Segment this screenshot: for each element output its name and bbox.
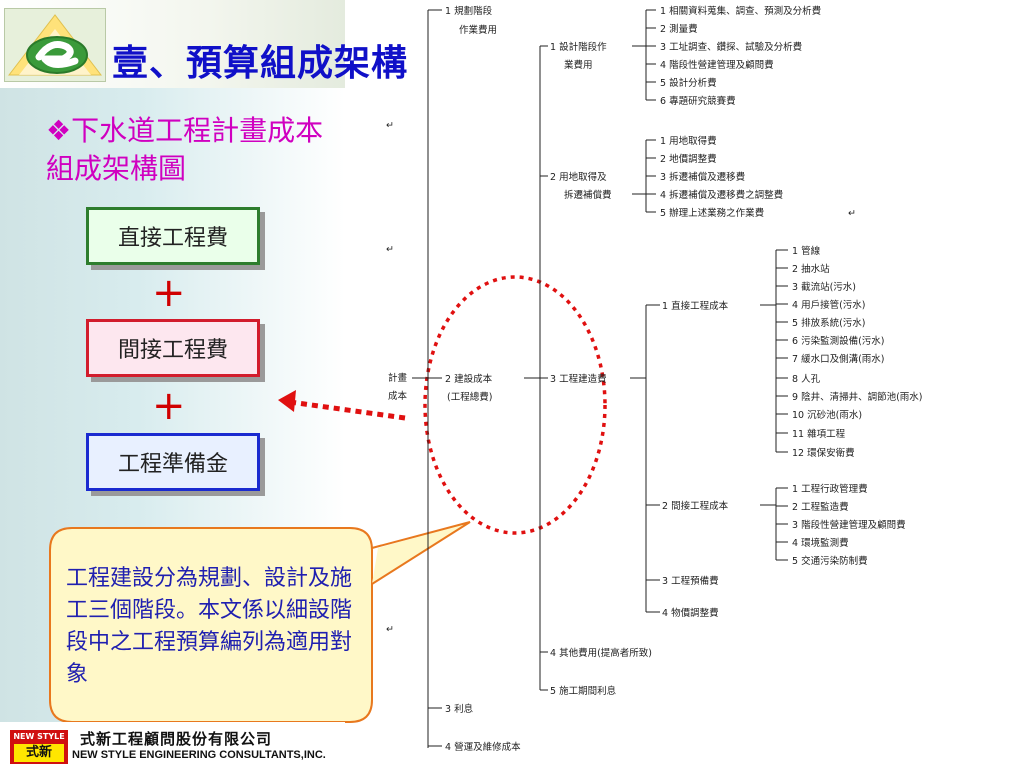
land-item: 3 拆遷補償及遷移費 xyxy=(660,171,745,183)
direct-item: 10 沉砂池(雨水) xyxy=(792,409,862,421)
direct-item: 4 用戶接管(污水) xyxy=(792,299,865,311)
indirect-item: 5 交通污染防制費 xyxy=(792,555,868,567)
indirect-item: 1 工程行政管理費 xyxy=(792,483,868,495)
plus-sign-1: + xyxy=(152,270,186,316)
svg-text:↵: ↵ xyxy=(386,244,394,255)
plus-sign-2: + xyxy=(152,383,186,429)
land-item: 2 地價調整費 xyxy=(660,153,717,165)
direct-item: 3 截流站(污水) xyxy=(792,281,856,293)
root-label-1: 計畫 xyxy=(388,372,408,384)
indirect-items: 1 工程行政管理費 2 工程監造費 3 階段性營建管理及顧問費 4 環境監測費 … xyxy=(776,483,906,567)
indirect-item: 3 階段性營建管理及顧問費 xyxy=(792,519,906,531)
land-item: 1 用地取得費 xyxy=(660,135,717,147)
price-stage: 4 物價調整費 xyxy=(662,607,719,619)
land-stage: 2 用地取得及 xyxy=(550,171,607,183)
land-stage-2: 拆遷補償費 xyxy=(564,189,612,201)
svg-text:↵: ↵ xyxy=(848,208,856,219)
direct-stage: 1 直接工程成本 xyxy=(662,300,729,312)
works-stage: 3 工程建造費 xyxy=(550,373,607,385)
indirect-cost-box: 間接工程費 xyxy=(86,319,260,377)
reserve-stage: 3 工程預備費 xyxy=(662,575,719,587)
direct-item: 8 人孔 xyxy=(792,374,821,385)
direct-item: 5 排放系統(污水) xyxy=(792,317,865,329)
design-item: 1 相關資料蒐集、調查、預測及分析費 xyxy=(660,5,821,17)
design-item: 2 測量費 xyxy=(660,23,698,35)
level1-plan: 1 規劃階段 xyxy=(445,5,493,17)
reserve-box: 工程準備金 xyxy=(86,433,260,491)
land-items: 1 用地取得費 2 地價調整費 3 拆遷補償及遷移費 4 拆遷補償及遷移費之調整… xyxy=(646,135,783,219)
design-item: 3 工址調查、鑽探、試驗及分析費 xyxy=(660,41,802,53)
level1-construction-2: (工程總費) xyxy=(447,391,492,403)
subtitle: ❖下水道工程計畫成本組成架構圖 xyxy=(46,114,324,185)
direct-item: 9 陰井、清掃井、調節池(雨水) xyxy=(792,391,922,403)
other-stage: 4 其他費用(提高者所致) xyxy=(550,647,652,659)
page-title: 壹、預算組成架構 xyxy=(112,42,409,84)
svg-text:↵: ↵ xyxy=(386,624,394,635)
indirect-item: 2 工程監造費 xyxy=(792,501,849,513)
direct-item: 6 污染監測設備(污水) xyxy=(792,335,884,347)
level1-operation: 4 營運及維修成本 xyxy=(445,741,521,753)
level1-plan-2: 作業費用 xyxy=(459,24,497,36)
design-item: 5 設計分析費 xyxy=(660,77,717,89)
direct-item: 12 環保安衛費 xyxy=(792,447,855,459)
root-label-2: 成本 xyxy=(388,390,408,402)
direct-cost-label: 直接工程費 xyxy=(117,226,228,251)
direct-item: 2 抽水站 xyxy=(792,263,830,275)
indirect-item: 4 環境監測費 xyxy=(792,537,849,549)
callout-text: 工程建設分為規劃、設計及施工三個階段。本文係以細設階段中之工程預算編列為適用對象 xyxy=(66,566,353,687)
direct-items: 1 管線 2 抽水站 3 截流站(污水) 4 用戶接管(污水) 5 排放系統(污… xyxy=(776,245,922,459)
land-item: 5 辦理上述業務之作業費 xyxy=(660,207,764,219)
svg-text:↵: ↵ xyxy=(386,120,394,131)
design-item: 6 專題研究競賽費 xyxy=(660,95,736,107)
company-name-en: NEW STYLE ENGINEERING CONSULTANTS,INC. xyxy=(72,749,326,761)
direct-item: 1 管線 xyxy=(792,245,821,257)
callout-tail xyxy=(371,521,471,585)
indirect-stage: 2 間接工程成本 xyxy=(662,500,729,512)
direct-item: 11 雜項工程 xyxy=(792,428,846,440)
e-logo-icon xyxy=(7,14,103,76)
level1-construction: 2 建設成本 xyxy=(445,373,493,385)
direct-cost-box: 直接工程費 xyxy=(86,207,260,265)
e-logo xyxy=(4,8,106,82)
callout-tail-fill xyxy=(372,522,470,584)
design-stage: 1 設計階段作 xyxy=(550,41,607,53)
badge-bottom-text: 式新 xyxy=(14,744,64,762)
highlight-ellipse xyxy=(423,275,607,535)
land-item: 4 拆遷補償及遷移費之調整費 xyxy=(660,189,783,201)
interest-stage: 5 施工期間利息 xyxy=(550,685,616,697)
reserve-label: 工程準備金 xyxy=(117,452,228,477)
design-items: 1 相關資料蒐集、調查、預測及分析費 2 測量費 3 工址調查、鑽探、試驗及分析… xyxy=(646,5,821,107)
badge-top-text: NEW STYLE xyxy=(13,732,65,741)
direct-item: 7 緩水口及側溝(雨水) xyxy=(792,353,884,365)
indirect-cost-label: 間接工程費 xyxy=(117,338,228,363)
company-name-zh: 式新工程顧問股份有限公司 xyxy=(80,730,273,748)
design-stage-2: 業費用 xyxy=(564,59,593,71)
level1-interest: 3 利息 xyxy=(445,703,473,715)
design-item: 4 階段性營建管理及顧問費 xyxy=(660,59,774,71)
